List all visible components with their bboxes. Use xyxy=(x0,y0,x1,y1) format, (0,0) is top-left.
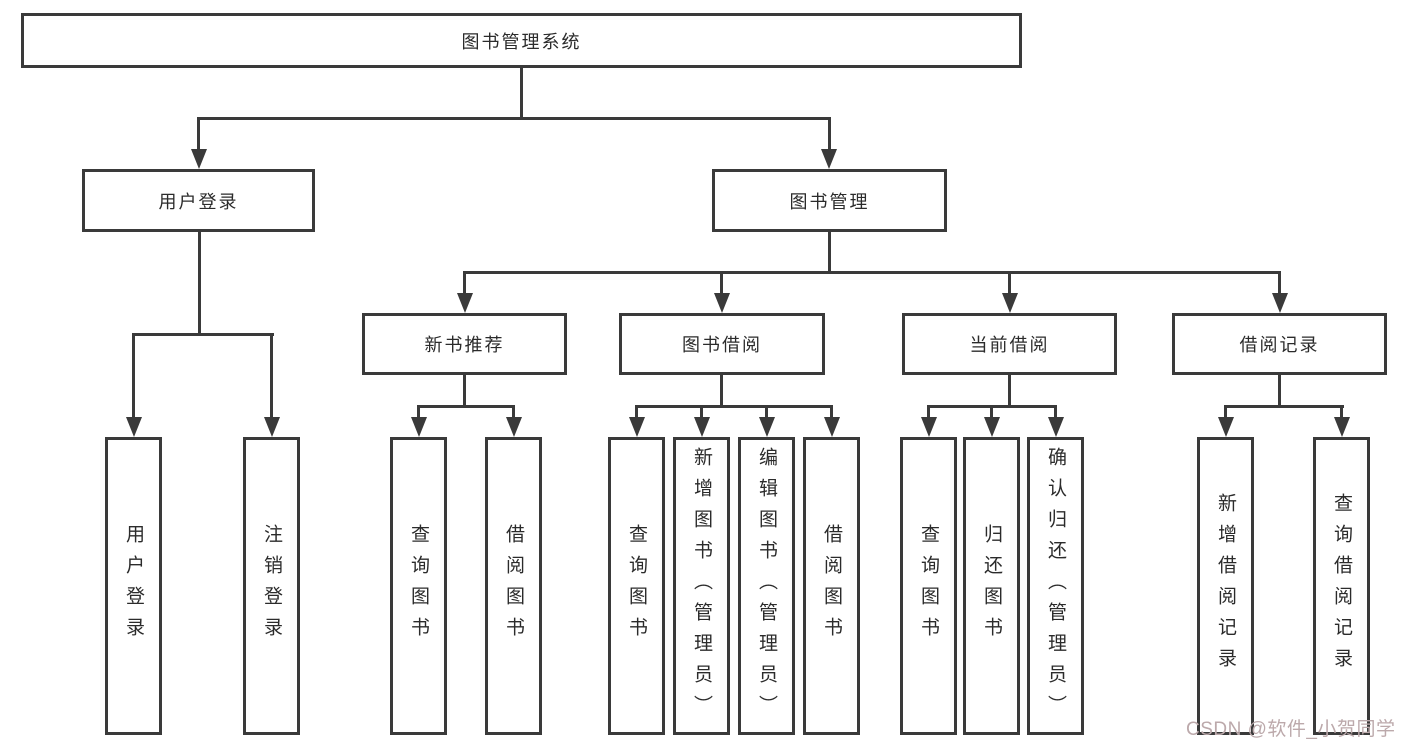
arrow-down-icon xyxy=(506,417,522,437)
leaf-user-login-label: 用户登录 xyxy=(123,524,144,648)
connector-drop-book-borrow xyxy=(720,271,723,293)
connector-level2-branch xyxy=(463,271,1281,274)
arrow-down-icon xyxy=(824,417,840,437)
node-current-borrow: 当前借阅 xyxy=(902,313,1117,375)
connector-drop-leaf-logout xyxy=(270,333,273,417)
connector-drop xyxy=(635,405,638,417)
node-book-management-label: 图书管理 xyxy=(789,191,870,212)
leaf-add-book-admin: 新增图书（管理员） xyxy=(673,437,730,735)
node-library-system: 图书管理系统 xyxy=(21,13,1022,68)
connector-user-login-branch xyxy=(132,333,274,336)
arrow-down-icon xyxy=(629,417,645,437)
arrow-down-icon xyxy=(191,149,207,169)
arrow-down-icon xyxy=(411,417,427,437)
arrow-down-icon xyxy=(821,149,837,169)
connector-drop xyxy=(1054,405,1057,417)
arrow-down-icon xyxy=(1334,417,1350,437)
leaf-borrow-book-borrow-label: 借阅图书 xyxy=(821,524,842,648)
leaf-return-book-label: 归还图书 xyxy=(981,524,1002,648)
connector-drop-user-login xyxy=(197,117,200,149)
leaf-logout-login: 注销登录 xyxy=(243,437,300,735)
node-current-borrow-label: 当前借阅 xyxy=(969,335,1050,355)
connector-borrow-records-branch xyxy=(1224,405,1344,408)
connector-drop xyxy=(927,405,930,417)
connector-drop-leaf-user-login xyxy=(132,333,135,417)
node-user-login: 用户登录 xyxy=(82,169,315,232)
connector-drop xyxy=(1340,405,1343,417)
arrow-down-icon xyxy=(694,417,710,437)
leaf-confirm-return-admin: 确认归还（管理员） xyxy=(1027,437,1084,735)
leaf-query-book-recommend-label: 查询图书 xyxy=(408,524,429,648)
arrow-down-icon xyxy=(714,293,730,313)
arrow-down-icon xyxy=(921,417,937,437)
watermark: CSDN @软件_小贺同学 xyxy=(1186,719,1396,740)
connector-drop-borrow-records xyxy=(1278,271,1281,293)
arrow-down-icon xyxy=(1272,293,1288,313)
leaf-add-book-admin-label: 新增图书（管理员） xyxy=(691,446,712,726)
leaf-query-borrow-record-label: 查询借阅记录 xyxy=(1331,493,1352,679)
connector-level1-branch xyxy=(198,117,831,120)
arrow-down-icon xyxy=(264,417,280,437)
arrow-down-icon xyxy=(759,417,775,437)
connector-drop xyxy=(417,405,420,417)
arrow-down-icon xyxy=(1002,293,1018,313)
leaf-user-login: 用户登录 xyxy=(105,437,162,735)
connector-new-book-stub xyxy=(463,375,466,407)
leaf-borrow-book-recommend: 借阅图书 xyxy=(485,437,542,735)
connector-drop-book-management xyxy=(828,117,831,149)
node-library-system-label: 图书管理系统 xyxy=(461,31,582,52)
node-book-borrow: 图书借阅 xyxy=(619,313,825,375)
leaf-return-book: 归还图书 xyxy=(963,437,1020,735)
leaf-query-book-current-label: 查询图书 xyxy=(918,524,939,648)
arrow-down-icon xyxy=(126,417,142,437)
connector-new-book-branch xyxy=(417,405,515,408)
connector-drop-new-book-recommend xyxy=(463,271,466,293)
connector-drop xyxy=(830,405,833,417)
connector-book-borrow-stub xyxy=(720,375,723,407)
arrow-down-icon xyxy=(1218,417,1234,437)
node-borrow-records: 借阅记录 xyxy=(1172,313,1387,375)
leaf-query-book-borrow: 查询图书 xyxy=(608,437,665,735)
connector-user-login-stub xyxy=(198,232,201,335)
node-new-book-recommend: 新书推荐 xyxy=(362,313,567,375)
arrow-down-icon xyxy=(984,417,1000,437)
leaf-confirm-return-admin-label: 确认归还（管理员） xyxy=(1045,446,1066,726)
leaf-logout-login-label: 注销登录 xyxy=(261,524,282,648)
node-new-book-recommend-label: 新书推荐 xyxy=(424,335,505,355)
leaf-edit-book-admin: 编辑图书（管理员） xyxy=(738,437,795,735)
leaf-query-book-borrow-label: 查询图书 xyxy=(626,524,647,648)
connector-drop xyxy=(1224,405,1227,417)
connector-drop xyxy=(512,405,515,417)
connector-book-management-stub xyxy=(828,232,831,273)
node-user-login-label: 用户登录 xyxy=(158,191,239,212)
connector-root-stub xyxy=(520,68,523,118)
connector-borrow-records-stub xyxy=(1278,375,1281,407)
connector-current-borrow-stub xyxy=(1008,375,1011,407)
leaf-add-borrow-record-label: 新增借阅记录 xyxy=(1215,493,1236,679)
node-book-borrow-label: 图书借阅 xyxy=(682,335,762,355)
leaf-borrow-book-borrow: 借阅图书 xyxy=(803,437,860,735)
leaf-query-book-current: 查询图书 xyxy=(900,437,957,735)
connector-drop-current-borrow xyxy=(1008,271,1011,293)
leaf-query-book-recommend: 查询图书 xyxy=(390,437,447,735)
connector-drop xyxy=(700,405,703,417)
arrow-down-icon xyxy=(1048,417,1064,437)
leaf-borrow-book-recommend-label: 借阅图书 xyxy=(503,524,524,648)
connector-drop xyxy=(765,405,768,417)
connector-book-borrow-branch xyxy=(635,405,833,408)
connector-drop xyxy=(990,405,993,417)
node-borrow-records-label: 借阅记录 xyxy=(1239,335,1320,355)
leaf-query-borrow-record: 查询借阅记录 xyxy=(1313,437,1370,735)
leaf-add-borrow-record: 新增借阅记录 xyxy=(1197,437,1254,735)
node-book-management: 图书管理 xyxy=(712,169,947,232)
leaf-edit-book-admin-label: 编辑图书（管理员） xyxy=(756,446,777,726)
arrow-down-icon xyxy=(457,293,473,313)
